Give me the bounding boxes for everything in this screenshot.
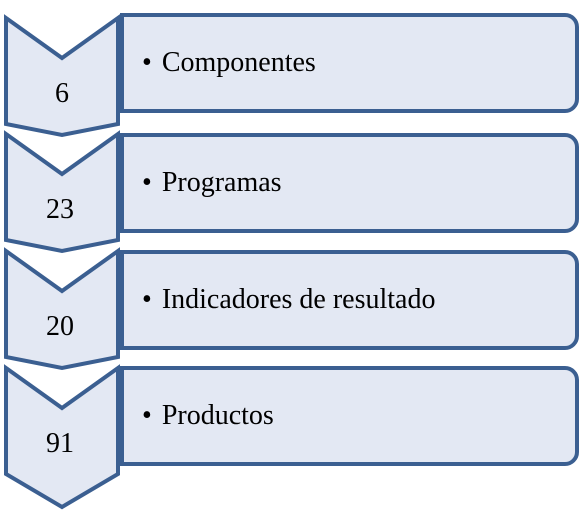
bullet-text: • Productos — [142, 402, 274, 430]
row-label: Programas — [161, 167, 282, 198]
bullet-text: • Indicadores de resultado — [142, 286, 435, 314]
chevron-value: 6 — [55, 78, 69, 109]
bullet-text: • Programas — [142, 169, 282, 197]
box-3: • Indicadores de resultado — [120, 250, 579, 350]
bullet-dot: • — [142, 284, 152, 315]
bullet-dot: • — [142, 47, 152, 78]
box-2: • Programas — [120, 133, 579, 233]
chevron-1: 6 — [0, 12, 125, 138]
chevron-2: 23 — [0, 128, 125, 254]
chevron-3: 20 — [0, 245, 125, 371]
chevron-4: 91 — [0, 362, 125, 510]
box-4: • Productos — [120, 366, 579, 466]
row-label: Indicadores de resultado — [161, 284, 436, 315]
chevron-shape — [4, 130, 120, 254]
chevron-value: 91 — [46, 428, 74, 459]
row-label: Productos — [161, 400, 274, 431]
chevron-value: 20 — [46, 311, 74, 342]
box-1: • Componentes — [120, 13, 579, 113]
chevron-shape — [4, 247, 120, 371]
chevron-shape — [3, 364, 120, 510]
chevron-shape — [4, 14, 120, 138]
chevron-value: 23 — [46, 194, 74, 225]
row-label: Componentes — [161, 47, 316, 78]
bullet-text: • Componentes — [142, 49, 316, 77]
bullet-dot: • — [142, 400, 152, 431]
bullet-dot: • — [142, 167, 152, 198]
